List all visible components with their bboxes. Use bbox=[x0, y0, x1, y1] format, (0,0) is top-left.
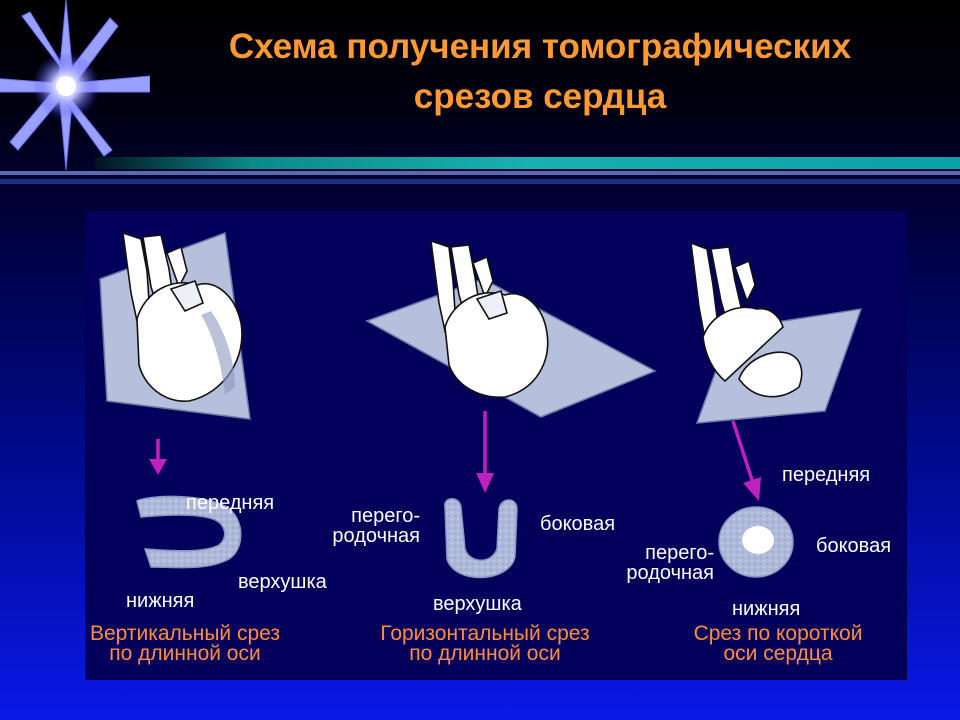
down-arrow-3 bbox=[731, 420, 761, 501]
down-arrow-1 bbox=[149, 439, 167, 475]
caption-1-line-2: по длинной оси bbox=[109, 642, 261, 665]
label-lateral-2: боковая bbox=[540, 513, 616, 535]
title-line-2: срезов сердца bbox=[413, 77, 667, 116]
page-title: Схема получения томографических срезов с… bbox=[160, 22, 920, 122]
down-arrow-2 bbox=[476, 411, 494, 493]
label-apex-2: верхушка bbox=[433, 593, 522, 615]
horizontal-slice-shape bbox=[444, 498, 518, 579]
title-line-1: Схема получения томографических bbox=[228, 27, 852, 66]
caption-2-line-1: Горизонтальный срез bbox=[380, 622, 590, 645]
label-septal-3-line-2: родочная bbox=[626, 562, 714, 584]
label-septal-2-line-2: родочная bbox=[332, 525, 420, 547]
illustration bbox=[99, 231, 863, 579]
heart-illustration-2 bbox=[430, 239, 549, 398]
label-anterior-1: передняя bbox=[186, 492, 275, 514]
label-inferior-3: нижняя bbox=[732, 598, 801, 620]
label-septal-2-line-1: перего- bbox=[351, 505, 420, 527]
caption-3-line-1: Срез по короткой bbox=[693, 622, 863, 645]
heart-illustration-3 bbox=[690, 241, 803, 398]
heart-illustration-1 bbox=[122, 231, 243, 402]
title-divider bbox=[0, 157, 960, 184]
star-decoration-icon bbox=[0, 0, 150, 170]
caption-3-line-2: оси сердца bbox=[723, 642, 833, 665]
label-inferior-1: нижняя bbox=[126, 590, 195, 612]
caption-2-line-2: по длинной оси bbox=[409, 642, 561, 665]
label-septal-3: перего- родочная bbox=[596, 543, 714, 583]
label-lateral-3: боковая bbox=[816, 535, 892, 557]
caption-horizontal-long-axis: Горизонтальный срез по длинной оси bbox=[348, 622, 622, 665]
label-apex-1: верхушка bbox=[238, 571, 327, 593]
caption-vertical-long-axis: Вертикальный срез по длинной оси bbox=[60, 622, 310, 665]
caption-short-axis: Срез по короткой оси сердца bbox=[660, 622, 896, 665]
vertical-slice-shape bbox=[136, 495, 242, 569]
label-anterior-3: передняя bbox=[782, 464, 871, 486]
short-axis-slice-shape bbox=[718, 506, 794, 578]
label-septal-2: перего- родочная bbox=[312, 506, 420, 546]
caption-1-line-1: Вертикальный срез bbox=[89, 622, 281, 645]
label-septal-3-line-1: перего- bbox=[645, 542, 714, 564]
